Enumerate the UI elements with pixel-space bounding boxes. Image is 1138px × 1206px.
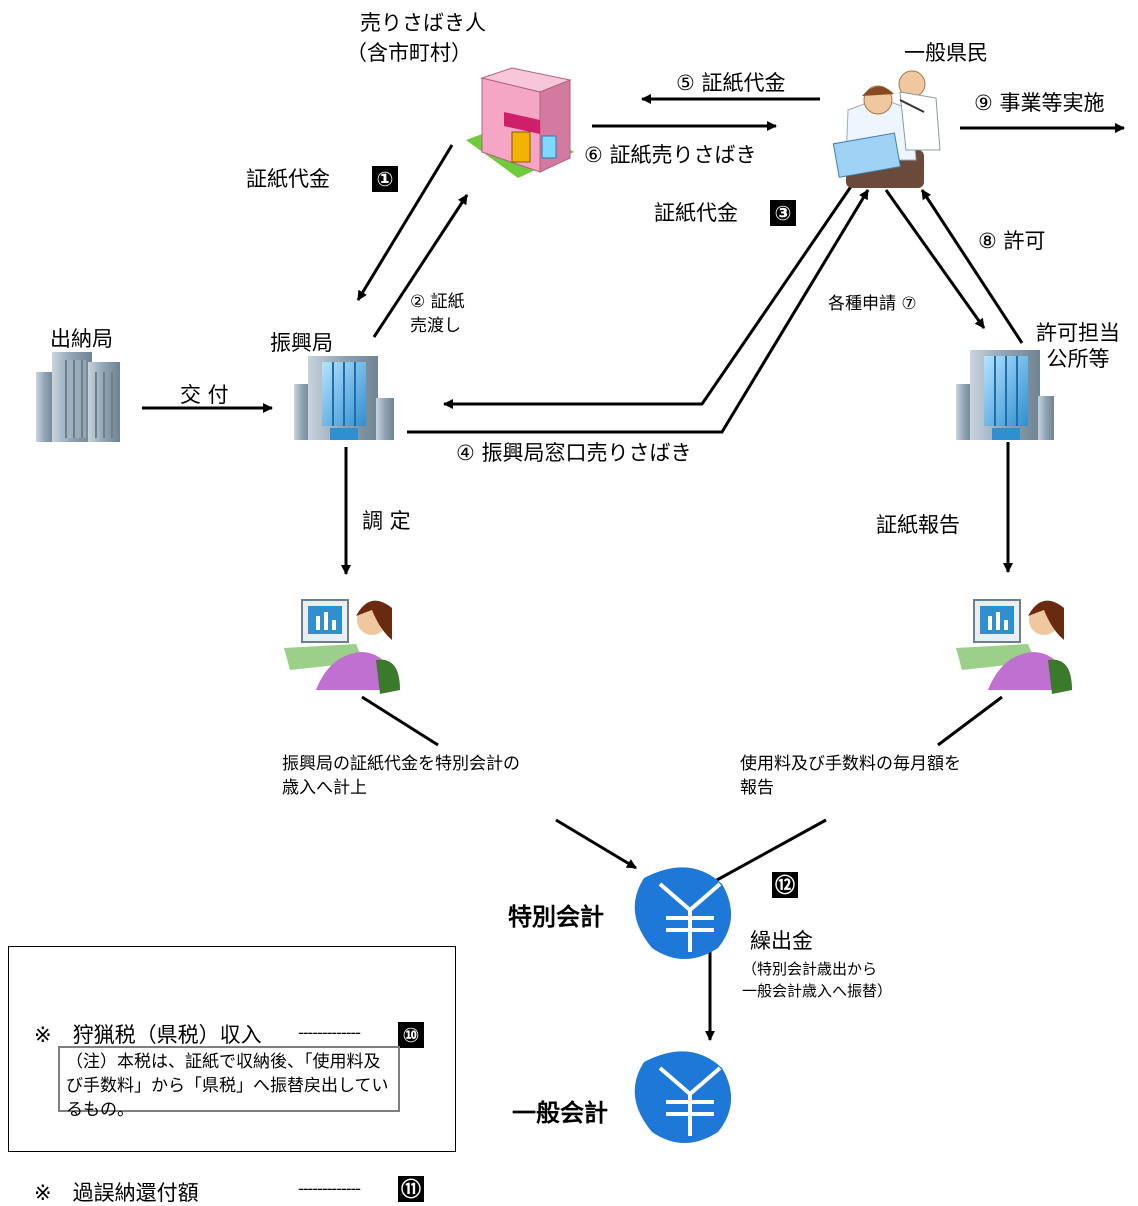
hunting-tax-note: （注）本税は、証紙で収納後、「使用料及び手数料」から「県税」へ振替戻出しているも… <box>58 1046 400 1120</box>
citizen-label: 一般県民 <box>904 41 988 65</box>
flow-9-label: ⑨ 事業等実施 <box>974 91 1105 115</box>
arrow-1 <box>356 144 454 301</box>
flow-7-label: 各種申請 ⑦ <box>828 294 917 314</box>
special-account-label: 特別会計 <box>508 903 604 931</box>
chotei-label: 調 定 <box>362 509 411 533</box>
store-icon <box>466 67 574 178</box>
refund-label: ※ 過誤納還付額 <box>34 1181 199 1205</box>
badge-11: ⑪ <box>398 1176 424 1202</box>
line-left-desc <box>361 695 439 747</box>
general-account-yen-icon <box>634 1051 732 1143</box>
arrow-4 <box>443 184 854 409</box>
right-description: 使用料及び手数料の毎月額を 報告 <box>740 754 961 798</box>
flow-5-label: ⑤ 証紙代金 <box>676 71 786 95</box>
flow-3-label: 証紙代金 <box>654 201 738 225</box>
badge-1: ① <box>372 166 398 192</box>
badge-10: ⑩ <box>398 1022 424 1048</box>
treasury-label: 出納局 <box>50 327 113 351</box>
arrow-2 <box>372 194 469 338</box>
badge-12: ⑫ <box>772 872 798 898</box>
arrow-8 <box>920 189 1024 344</box>
permit-building-icon <box>956 350 1054 440</box>
flow-koufu-label: 交 付 <box>180 383 229 407</box>
clerk-left-icon <box>284 599 400 694</box>
arrow-right-to-special <box>705 818 827 888</box>
refund-dashes: ------------- <box>298 1179 361 1198</box>
flow-2-label: ② 証紙 売渡し <box>410 292 465 336</box>
promotion-building-icon <box>294 356 394 440</box>
flow-1-label: 証紙代金 <box>246 167 330 191</box>
hunting-tax-box <box>8 946 456 1152</box>
transfer-subtitle: （特別会計歳出から 一般会計歳入へ振替） <box>742 960 893 1000</box>
citizen-icon <box>832 70 941 188</box>
hunting-tax-label: ※ 狩猟税（県税）収入 <box>34 1023 262 1047</box>
seller-subtitle: （含市町村） <box>346 41 472 65</box>
promotion-label: 振興局 <box>270 331 333 355</box>
clerk-right-icon <box>956 599 1072 694</box>
badge-3: ③ <box>770 200 796 226</box>
transfer-title: 繰出金 <box>750 929 813 953</box>
permit-office-label: 許可担当 公所等 <box>1036 321 1120 371</box>
left-description: 振興局の証紙代金を特別会計の 歳入へ計上 <box>282 754 520 798</box>
seller-title: 売りさばき人 <box>360 11 486 35</box>
line-right-desc <box>937 695 1003 747</box>
arrow-3 <box>407 189 870 434</box>
arrow-left-to-special <box>555 818 637 870</box>
report-label: 証紙報告 <box>876 513 960 537</box>
treasury-building-icon <box>36 352 120 442</box>
flow-6-label: ⑥ 証紙売りさばき <box>584 143 757 167</box>
arrow-7 <box>884 189 986 329</box>
flow-4-label: ④ 振興局窓口売りさばき <box>456 441 692 465</box>
hunting-tax-dashes: ------------- <box>298 1023 361 1042</box>
special-account-yen-icon <box>634 867 732 959</box>
flow-8-label: ⑧ 許可 <box>978 229 1046 253</box>
general-account-label: 一般会計 <box>512 1099 608 1127</box>
